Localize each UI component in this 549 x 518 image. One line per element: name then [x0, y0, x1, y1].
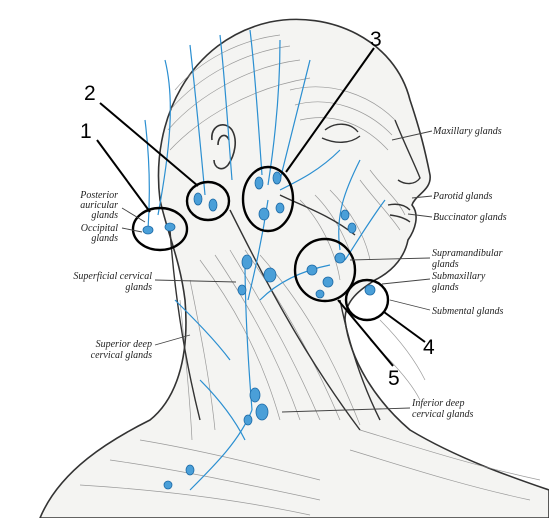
circle-5	[293, 237, 357, 303]
marker-line-3	[285, 47, 375, 173]
submaxillary-node	[315, 289, 325, 299]
label-superior-deep-1: Superior deep	[96, 339, 152, 350]
sternomastoid-edge	[229, 209, 361, 431]
inferior-deep-node	[163, 480, 173, 490]
number-markers: 1 2 3 4 5	[80, 28, 435, 390]
label-superficial-cervical-1: Superficial cervical	[73, 271, 152, 282]
labels-left: Posterior auricular glands Occipital gla…	[73, 190, 152, 361]
circle-4	[344, 278, 390, 322]
superficial-cervical-node	[237, 284, 247, 296]
ear	[211, 124, 237, 170]
inferior-deep-node	[249, 387, 261, 403]
label-submaxillary-1: Submaxillary	[432, 271, 486, 282]
label-posterior-auricular-2: auricular	[80, 200, 118, 211]
muscle-hatching	[79, 34, 541, 516]
label-buccinator-glands: Buccinator glands	[433, 212, 507, 223]
mouth	[387, 203, 411, 211]
number-1: 1	[80, 120, 92, 143]
label-posterior-auricular-1: Posterior	[79, 190, 118, 201]
label-supramandibular-2: glands	[432, 259, 459, 270]
marker-line-4	[383, 311, 426, 343]
labels-right: Maxillary glands Parotid glands Buccinat…	[411, 126, 507, 420]
mandible-line	[279, 194, 356, 236]
occipital-node	[142, 225, 154, 235]
posterior-auricular-node	[208, 198, 218, 212]
label-occipital-2: glands	[91, 233, 118, 244]
label-supramandibular-1: Supramandibular	[432, 248, 503, 259]
number-5: 5	[388, 367, 400, 390]
superficial-cervical-node	[241, 254, 253, 270]
lymph-nodes	[142, 171, 376, 490]
superficial-cervical-node	[263, 267, 277, 283]
number-2: 2	[84, 82, 96, 105]
circle-2	[185, 180, 231, 222]
label-inferior-deep-1: Inferior deep	[411, 398, 465, 409]
nose	[394, 119, 421, 185]
inferior-deep-node	[243, 414, 253, 426]
buccinator-node	[340, 209, 350, 221]
parotid-node	[275, 202, 285, 214]
circle-1	[131, 206, 189, 252]
label-submental-glands: Submental glands	[432, 306, 503, 317]
label-superior-deep-2: cervical glands	[91, 350, 152, 361]
marker-line-2	[99, 102, 199, 187]
face-features	[169, 119, 421, 431]
supramandibular-node	[334, 252, 346, 264]
parotid-node	[272, 171, 282, 185]
parotid-node	[258, 207, 270, 221]
submaxillary-node	[306, 264, 318, 276]
inferior-deep-node	[255, 403, 269, 421]
submental-node	[364, 284, 376, 296]
label-submaxillary-2: glands	[432, 282, 459, 293]
circle-3	[241, 165, 295, 233]
number-3: 3	[370, 28, 382, 51]
marker-lines	[96, 47, 426, 367]
highlight-circles	[131, 165, 390, 322]
label-parotid-glands: Parotid glands	[432, 191, 492, 202]
lymph-vessels	[144, 29, 386, 491]
marker-line-1	[96, 139, 151, 213]
marker-line-5	[337, 299, 394, 367]
label-inferior-deep-2: cervical glands	[412, 409, 473, 420]
number-4: 4	[423, 336, 435, 359]
eye	[324, 123, 359, 133]
buccinator-node	[347, 222, 357, 234]
label-maxillary-glands: Maxillary glands	[432, 126, 502, 137]
inferior-deep-node	[185, 464, 195, 476]
parotid-node	[254, 176, 264, 190]
label-superficial-cervical-2: glands	[125, 282, 152, 293]
label-posterior-auricular-3: glands	[91, 210, 118, 221]
label-occipital-1: Occipital	[81, 223, 118, 234]
occipital-node	[164, 222, 176, 232]
leader-lines	[121, 130, 433, 413]
submaxillary-node	[322, 276, 334, 288]
posterior-auricular-node	[193, 192, 203, 206]
